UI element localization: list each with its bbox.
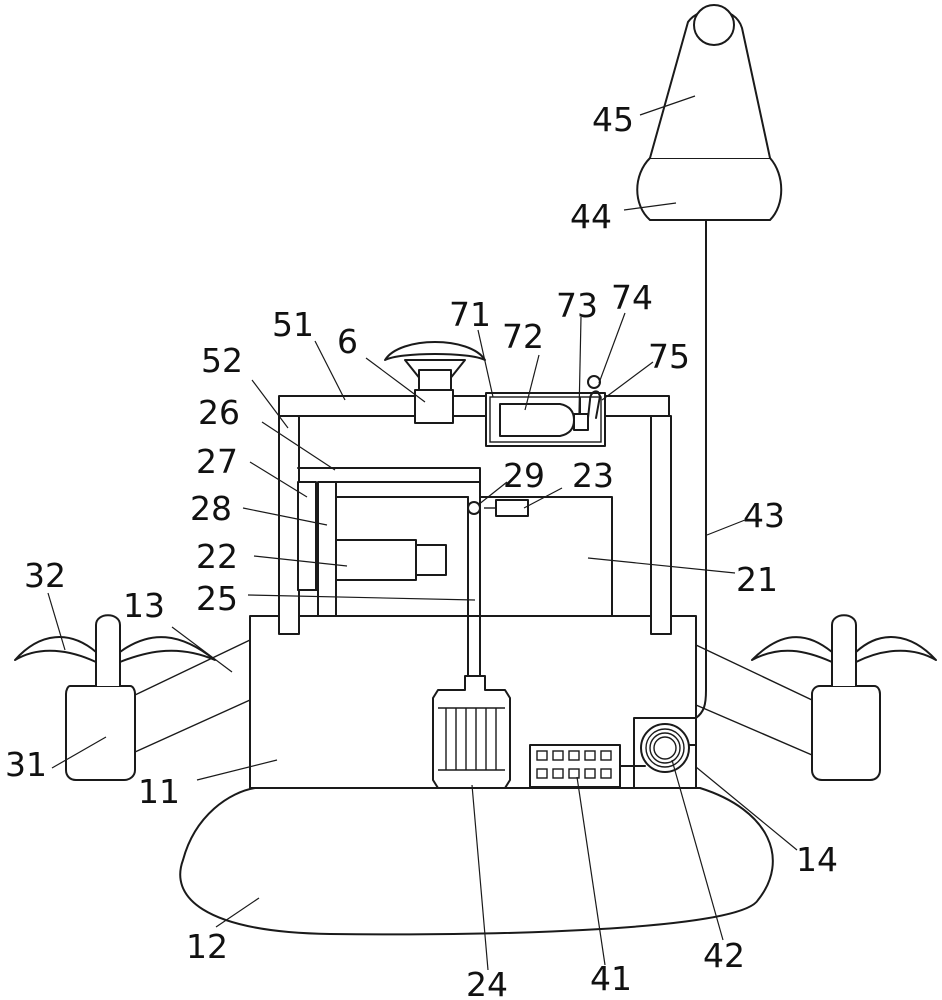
label-13: 13 bbox=[123, 586, 165, 625]
sampler-box-71 bbox=[485, 375, 606, 447]
sensor-23 bbox=[484, 499, 529, 517]
label-24: 24 bbox=[466, 965, 508, 1000]
label-32: 32 bbox=[24, 556, 66, 595]
reel-42 bbox=[640, 723, 690, 773]
label-23: 23 bbox=[572, 456, 614, 495]
label-72: 72 bbox=[502, 317, 544, 356]
label-25: 25 bbox=[196, 579, 238, 618]
label-71: 71 bbox=[449, 295, 491, 334]
part-labels: 45 44 43 51 6 52 26 27 28 22 25 71 72 73… bbox=[5, 100, 838, 1000]
label-28: 28 bbox=[190, 489, 232, 528]
label-41: 41 bbox=[590, 959, 632, 998]
side-float-left-31 bbox=[14, 614, 251, 781]
label-14: 14 bbox=[796, 840, 838, 879]
label-52: 52 bbox=[201, 341, 243, 380]
float-44 bbox=[636, 157, 783, 221]
label-27: 27 bbox=[196, 442, 238, 481]
leader-lines bbox=[47, 95, 798, 971]
label-31: 31 bbox=[5, 745, 47, 784]
label-75: 75 bbox=[648, 337, 690, 376]
float-base-12 bbox=[179, 787, 774, 936]
lamp-6 bbox=[384, 341, 486, 424]
label-42: 42 bbox=[703, 936, 745, 975]
label-43: 43 bbox=[743, 496, 785, 535]
shaft-25 bbox=[467, 481, 481, 681]
label-73: 73 bbox=[556, 286, 598, 325]
label-51: 51 bbox=[272, 305, 314, 344]
label-21: 21 bbox=[736, 560, 778, 599]
frame-21 bbox=[479, 496, 613, 617]
controller-41 bbox=[529, 744, 646, 788]
label-29: 29 bbox=[503, 456, 545, 495]
pulley-29 bbox=[467, 501, 481, 515]
motor-24 bbox=[432, 675, 511, 789]
label-12: 12 bbox=[186, 927, 228, 966]
label-74: 74 bbox=[611, 278, 653, 317]
label-22: 22 bbox=[196, 537, 238, 576]
cone-45 bbox=[649, 4, 771, 159]
cylinder-22 bbox=[335, 539, 447, 581]
label-26: 26 bbox=[198, 393, 240, 432]
cable-43 bbox=[688, 219, 717, 746]
notch-14 bbox=[633, 717, 697, 789]
side-float-right bbox=[695, 614, 937, 781]
label-45: 45 bbox=[592, 100, 634, 139]
label-6: 6 bbox=[337, 322, 358, 361]
label-44: 44 bbox=[570, 197, 612, 236]
label-11: 11 bbox=[138, 772, 180, 811]
